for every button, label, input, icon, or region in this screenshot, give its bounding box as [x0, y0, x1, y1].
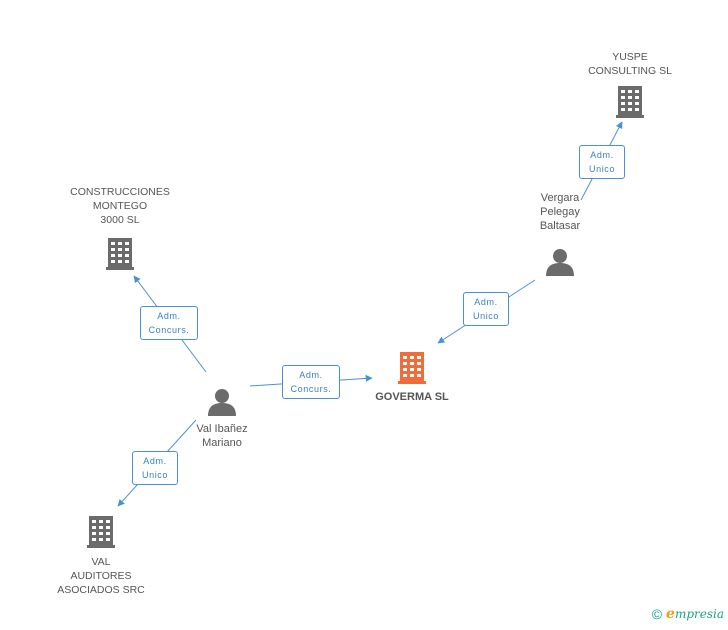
node-label-val_auditores[interactable]: VAL AUDITORES ASOCIADOS SRC — [57, 556, 145, 596]
building-icon-yuspe[interactable] — [616, 86, 644, 123]
brand-logo: empresia — [666, 606, 724, 622]
node-label-val_ibanez[interactable]: Val Ibañez Mariano — [196, 423, 248, 449]
node-label-yuspe[interactable]: YUSPE CONSULTING SL — [588, 51, 672, 77]
node-label-vergara[interactable]: Vergara Pelegay Baltasar — [539, 192, 581, 232]
edge-label-vergara-yuspe[interactable]: Adm. Unico — [579, 145, 625, 179]
edge-label-val_ibanez-val_auditores[interactable]: Adm. Unico — [132, 451, 178, 485]
edge-label-val_ibanez-governa[interactable]: Adm. Concurs. — [282, 365, 340, 399]
copyright-icon: © — [651, 606, 663, 622]
footer-brand: © empresia — [652, 606, 724, 622]
node-label-governa[interactable]: GOVERMA SL — [375, 391, 449, 403]
person-icon-vergara[interactable] — [545, 248, 575, 281]
edge-label-vergara-governa[interactable]: Adm. Unico — [463, 292, 509, 326]
building-icon-construcciones[interactable] — [106, 238, 134, 275]
edge-label-val_ibanez-construcciones[interactable]: Adm. Concurs. — [140, 306, 198, 340]
person-icon-val_ibanez[interactable] — [207, 388, 237, 421]
building-icon-governa[interactable] — [398, 352, 426, 389]
building-icon-val_auditores[interactable] — [87, 516, 115, 553]
node-label-construcciones[interactable]: CONSTRUCCIONES MONTEGO 3000 SL — [70, 186, 170, 226]
